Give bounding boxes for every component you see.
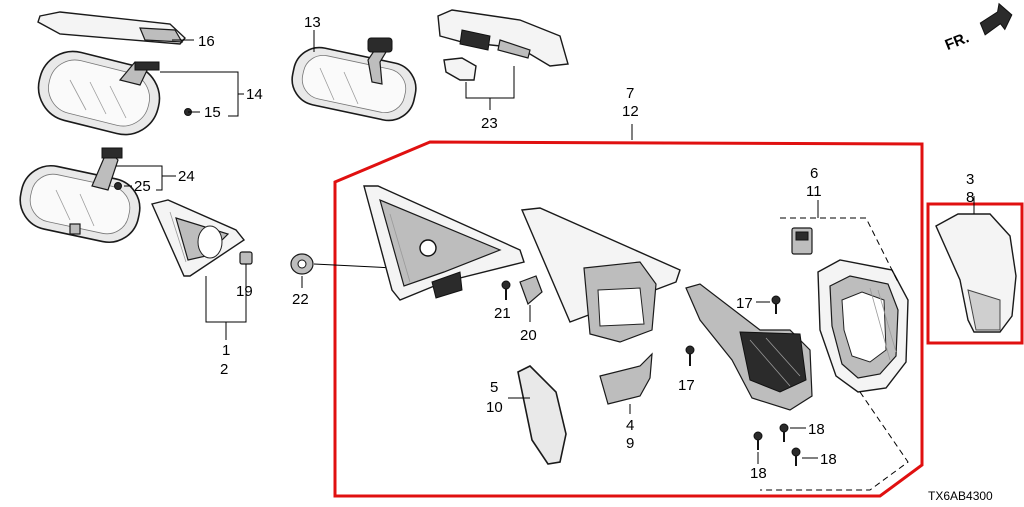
part-6-11-mirror-housing [760, 200, 909, 491]
callout-6: 6 [810, 165, 818, 182]
part-14-rearview-mirror [37, 50, 244, 136]
callout-13: 13 [304, 14, 321, 31]
callout-17-upper: 17 [736, 295, 753, 312]
callout-18-a: 18 [808, 421, 825, 438]
callout-10: 10 [486, 399, 503, 416]
callout-20: 20 [520, 327, 537, 344]
mirror-base-triangle [363, 185, 525, 301]
callout-4: 4 [626, 417, 634, 434]
part-23-mirror-cover [437, 9, 569, 110]
callout-14: 14 [246, 86, 263, 103]
part-13-rearview-mirror [291, 30, 417, 122]
callout-17-lower: 17 [678, 377, 695, 394]
part-16-sensor-cover [37, 11, 194, 45]
callout-19: 19 [236, 283, 253, 300]
callout-16: 16 [198, 33, 215, 50]
callout-25: 25 [134, 178, 151, 195]
part-20-bracket [519, 275, 543, 322]
callout-12: 12 [622, 103, 639, 120]
mirror-actuator [685, 283, 813, 411]
callout-2: 2 [220, 361, 228, 378]
part-3-8-mirror-cap [935, 196, 1017, 333]
part-18-screws [753, 423, 818, 466]
callout-23: 23 [481, 115, 498, 132]
callout-9: 9 [626, 435, 634, 452]
mirror-assembly-highlight-frame [333, 140, 924, 498]
callout-5: 5 [490, 379, 498, 396]
callout-15: 15 [204, 104, 221, 121]
part-5-10-mirror-glass [508, 365, 567, 465]
callout-18-b: 18 [820, 451, 837, 468]
front-direction-indicator: FR. [943, 2, 1013, 54]
part-24-rearview-mirror [19, 147, 176, 243]
callout-1: 1 [222, 342, 230, 359]
mirror-housing-frame [520, 207, 681, 343]
callout-8: 8 [966, 189, 974, 206]
part-4-9-lower-cover [599, 352, 653, 414]
callout-21: 21 [494, 305, 511, 322]
callout-22: 22 [292, 291, 309, 308]
part-19-clip [239, 251, 253, 280]
callout-11: 11 [806, 183, 822, 200]
part-1-2-corner-garnish [151, 199, 247, 340]
part-21-screw [501, 280, 511, 300]
diagram-code-label: TX6AB4300 [928, 489, 993, 503]
callout-7: 7 [626, 85, 634, 102]
part-22-grommet [290, 253, 395, 288]
callout-24: 24 [178, 168, 195, 185]
mirror-cap-highlight-frame [926, 202, 1024, 345]
front-direction-label: FR. [943, 29, 972, 54]
callout-18-c: 18 [750, 465, 767, 482]
callout-3: 3 [966, 171, 974, 188]
